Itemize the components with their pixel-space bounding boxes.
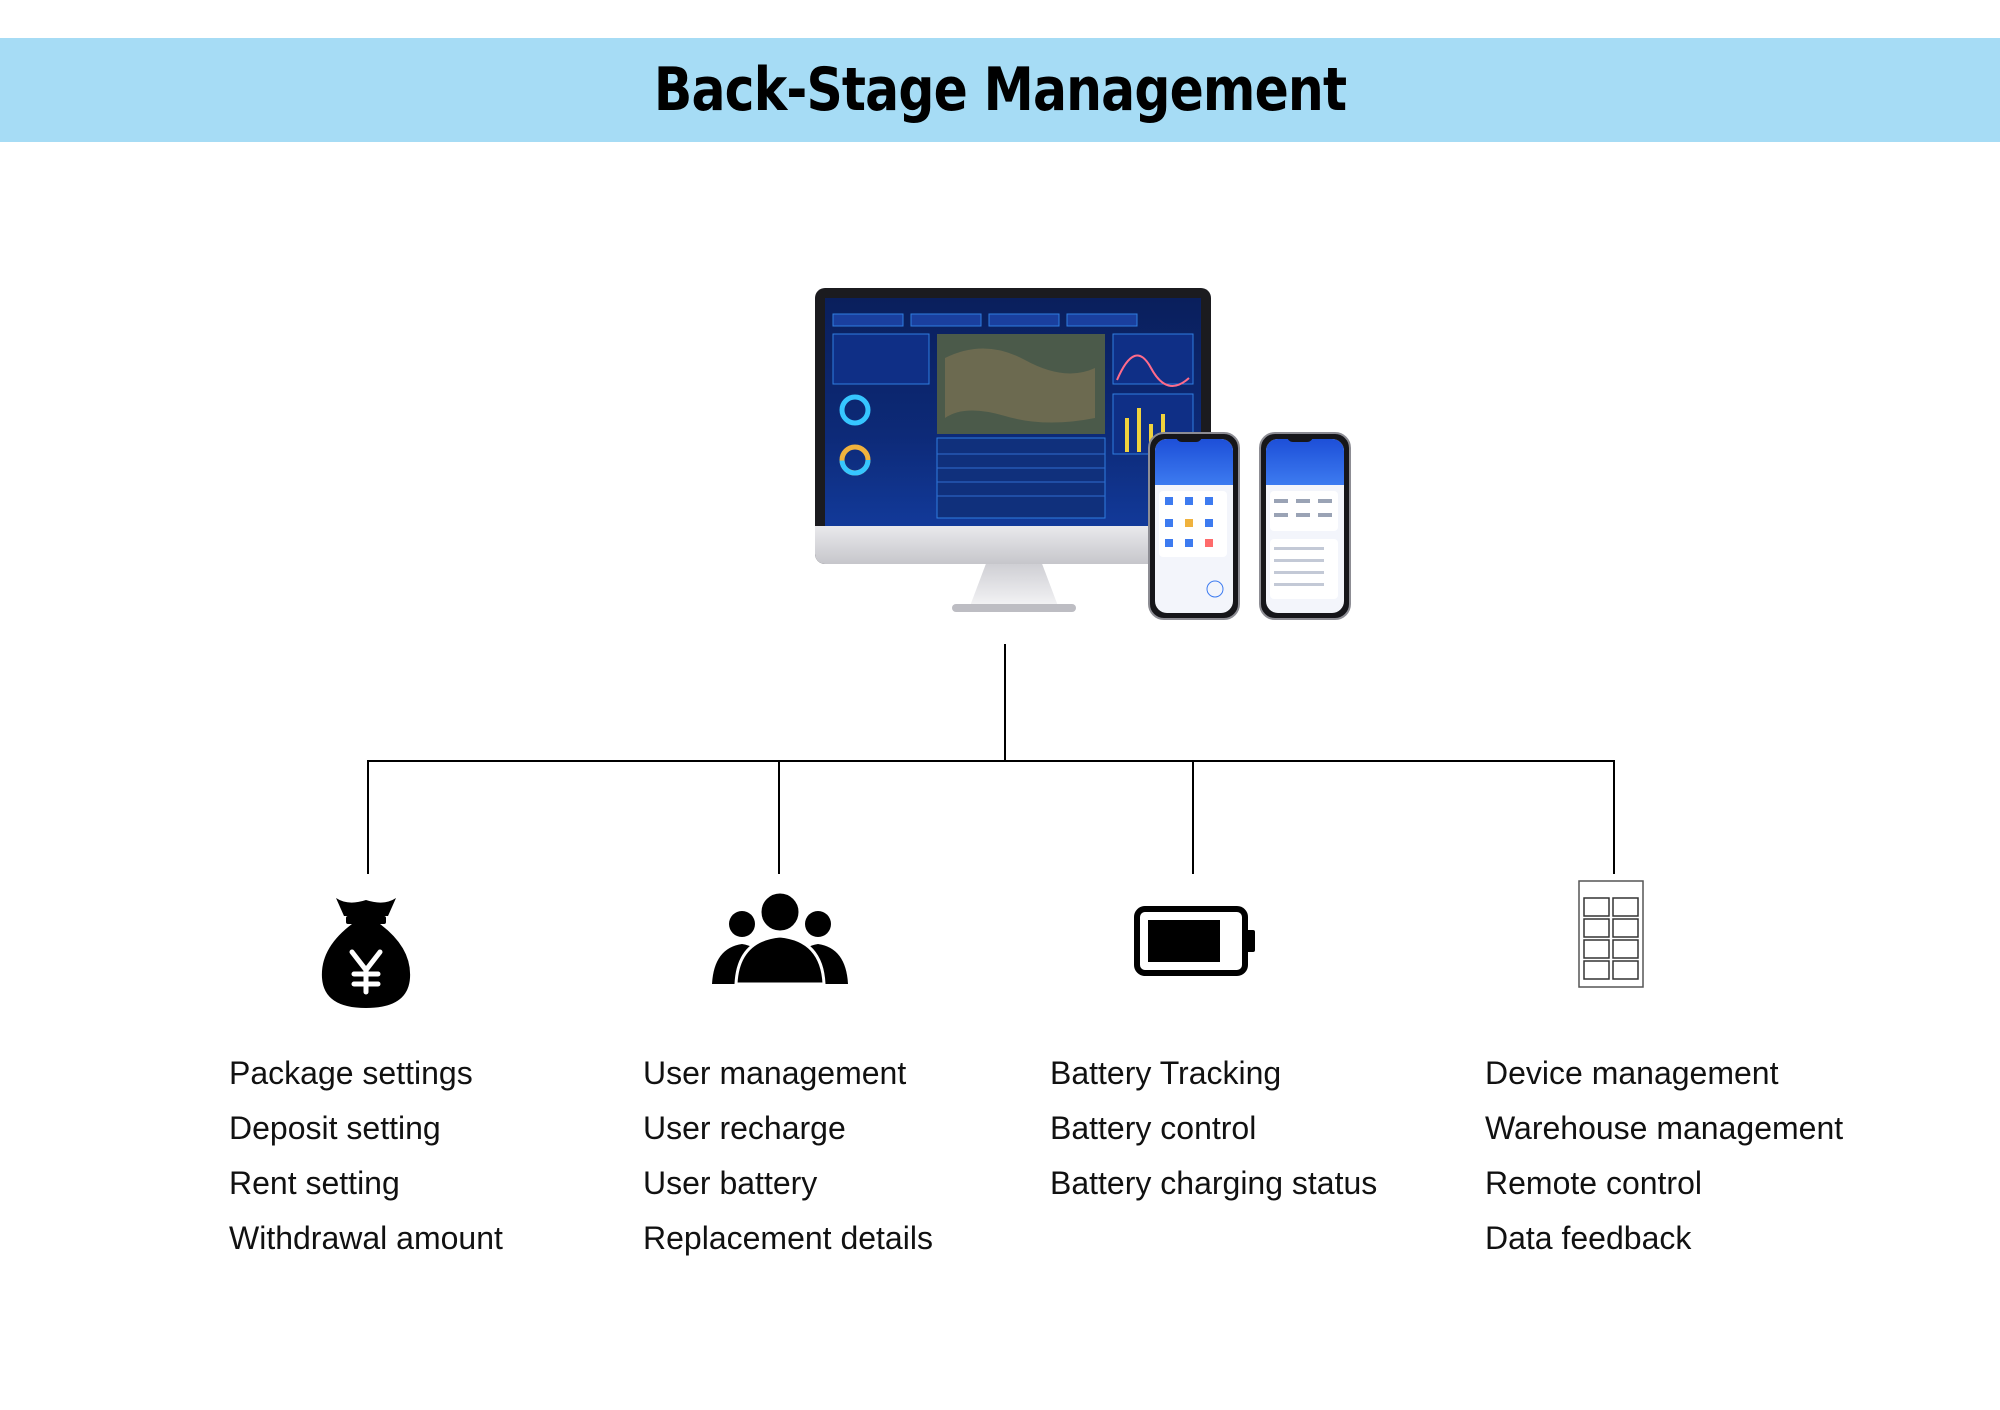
connector-branch-3 [1192, 760, 1194, 874]
list-item: Replacement details [643, 1220, 933, 1256]
user-group-icon [708, 888, 852, 989]
list-item: User management [643, 1055, 907, 1091]
money-bag-yen-icon [318, 890, 414, 1017]
device-cabinet-icon [1578, 880, 1644, 993]
phone-left-screen [1155, 439, 1233, 613]
connector-branch-4 [1613, 760, 1615, 874]
list-item: Rent setting [229, 1165, 400, 1201]
connector-trunk [1004, 644, 1006, 762]
list-item: Battery control [1050, 1110, 1257, 1146]
phone-right [1259, 432, 1351, 620]
list-item: Data feedback [1485, 1220, 1692, 1256]
phone-left-header [1155, 439, 1233, 485]
monitor-chin [815, 526, 1211, 564]
battery-icon [1134, 906, 1258, 983]
page-title: Back-Stage Management [653, 55, 1347, 125]
phone-left-app-grid [1159, 491, 1227, 598]
list-item: User battery [643, 1165, 818, 1201]
list-item: Withdrawal amount [229, 1220, 503, 1256]
list-item: Device management [1485, 1055, 1779, 1091]
connector-branch-2 [778, 760, 780, 874]
monitor [815, 288, 1211, 564]
phone-left [1148, 432, 1240, 620]
list-item: Battery Tracking [1050, 1055, 1282, 1091]
list-item: Deposit setting [229, 1110, 441, 1146]
list-item: Remote control [1485, 1165, 1702, 1201]
list-item: Battery charging status [1050, 1165, 1378, 1201]
monitor-stand-base [952, 604, 1076, 612]
dashboard-screen [825, 298, 1201, 528]
connector-branch-1 [367, 760, 369, 874]
monitor-stand [970, 564, 1058, 606]
phone-right-list [1270, 491, 1338, 599]
column-users: User management User recharge User batte… [643, 1046, 933, 1266]
title-banner: Back-Stage Management [0, 38, 2000, 142]
phone-right-header [1266, 439, 1344, 485]
phone-right-notch [1287, 434, 1313, 442]
phone-left-notch [1176, 434, 1202, 442]
column-finance: Package settings Deposit setting Rent se… [229, 1046, 503, 1266]
column-battery: Battery Tracking Battery control Battery… [1050, 1046, 1377, 1211]
dashboard-graphic [832, 313, 1194, 519]
phone-right-screen [1266, 439, 1344, 613]
list-item: Package settings [229, 1055, 473, 1091]
connector-horizontal [367, 760, 1615, 762]
devices-illustration [800, 282, 1360, 622]
list-item: Warehouse management [1485, 1110, 1844, 1146]
list-item: User recharge [643, 1110, 846, 1146]
column-devices: Device management Warehouse management R… [1485, 1046, 1843, 1266]
